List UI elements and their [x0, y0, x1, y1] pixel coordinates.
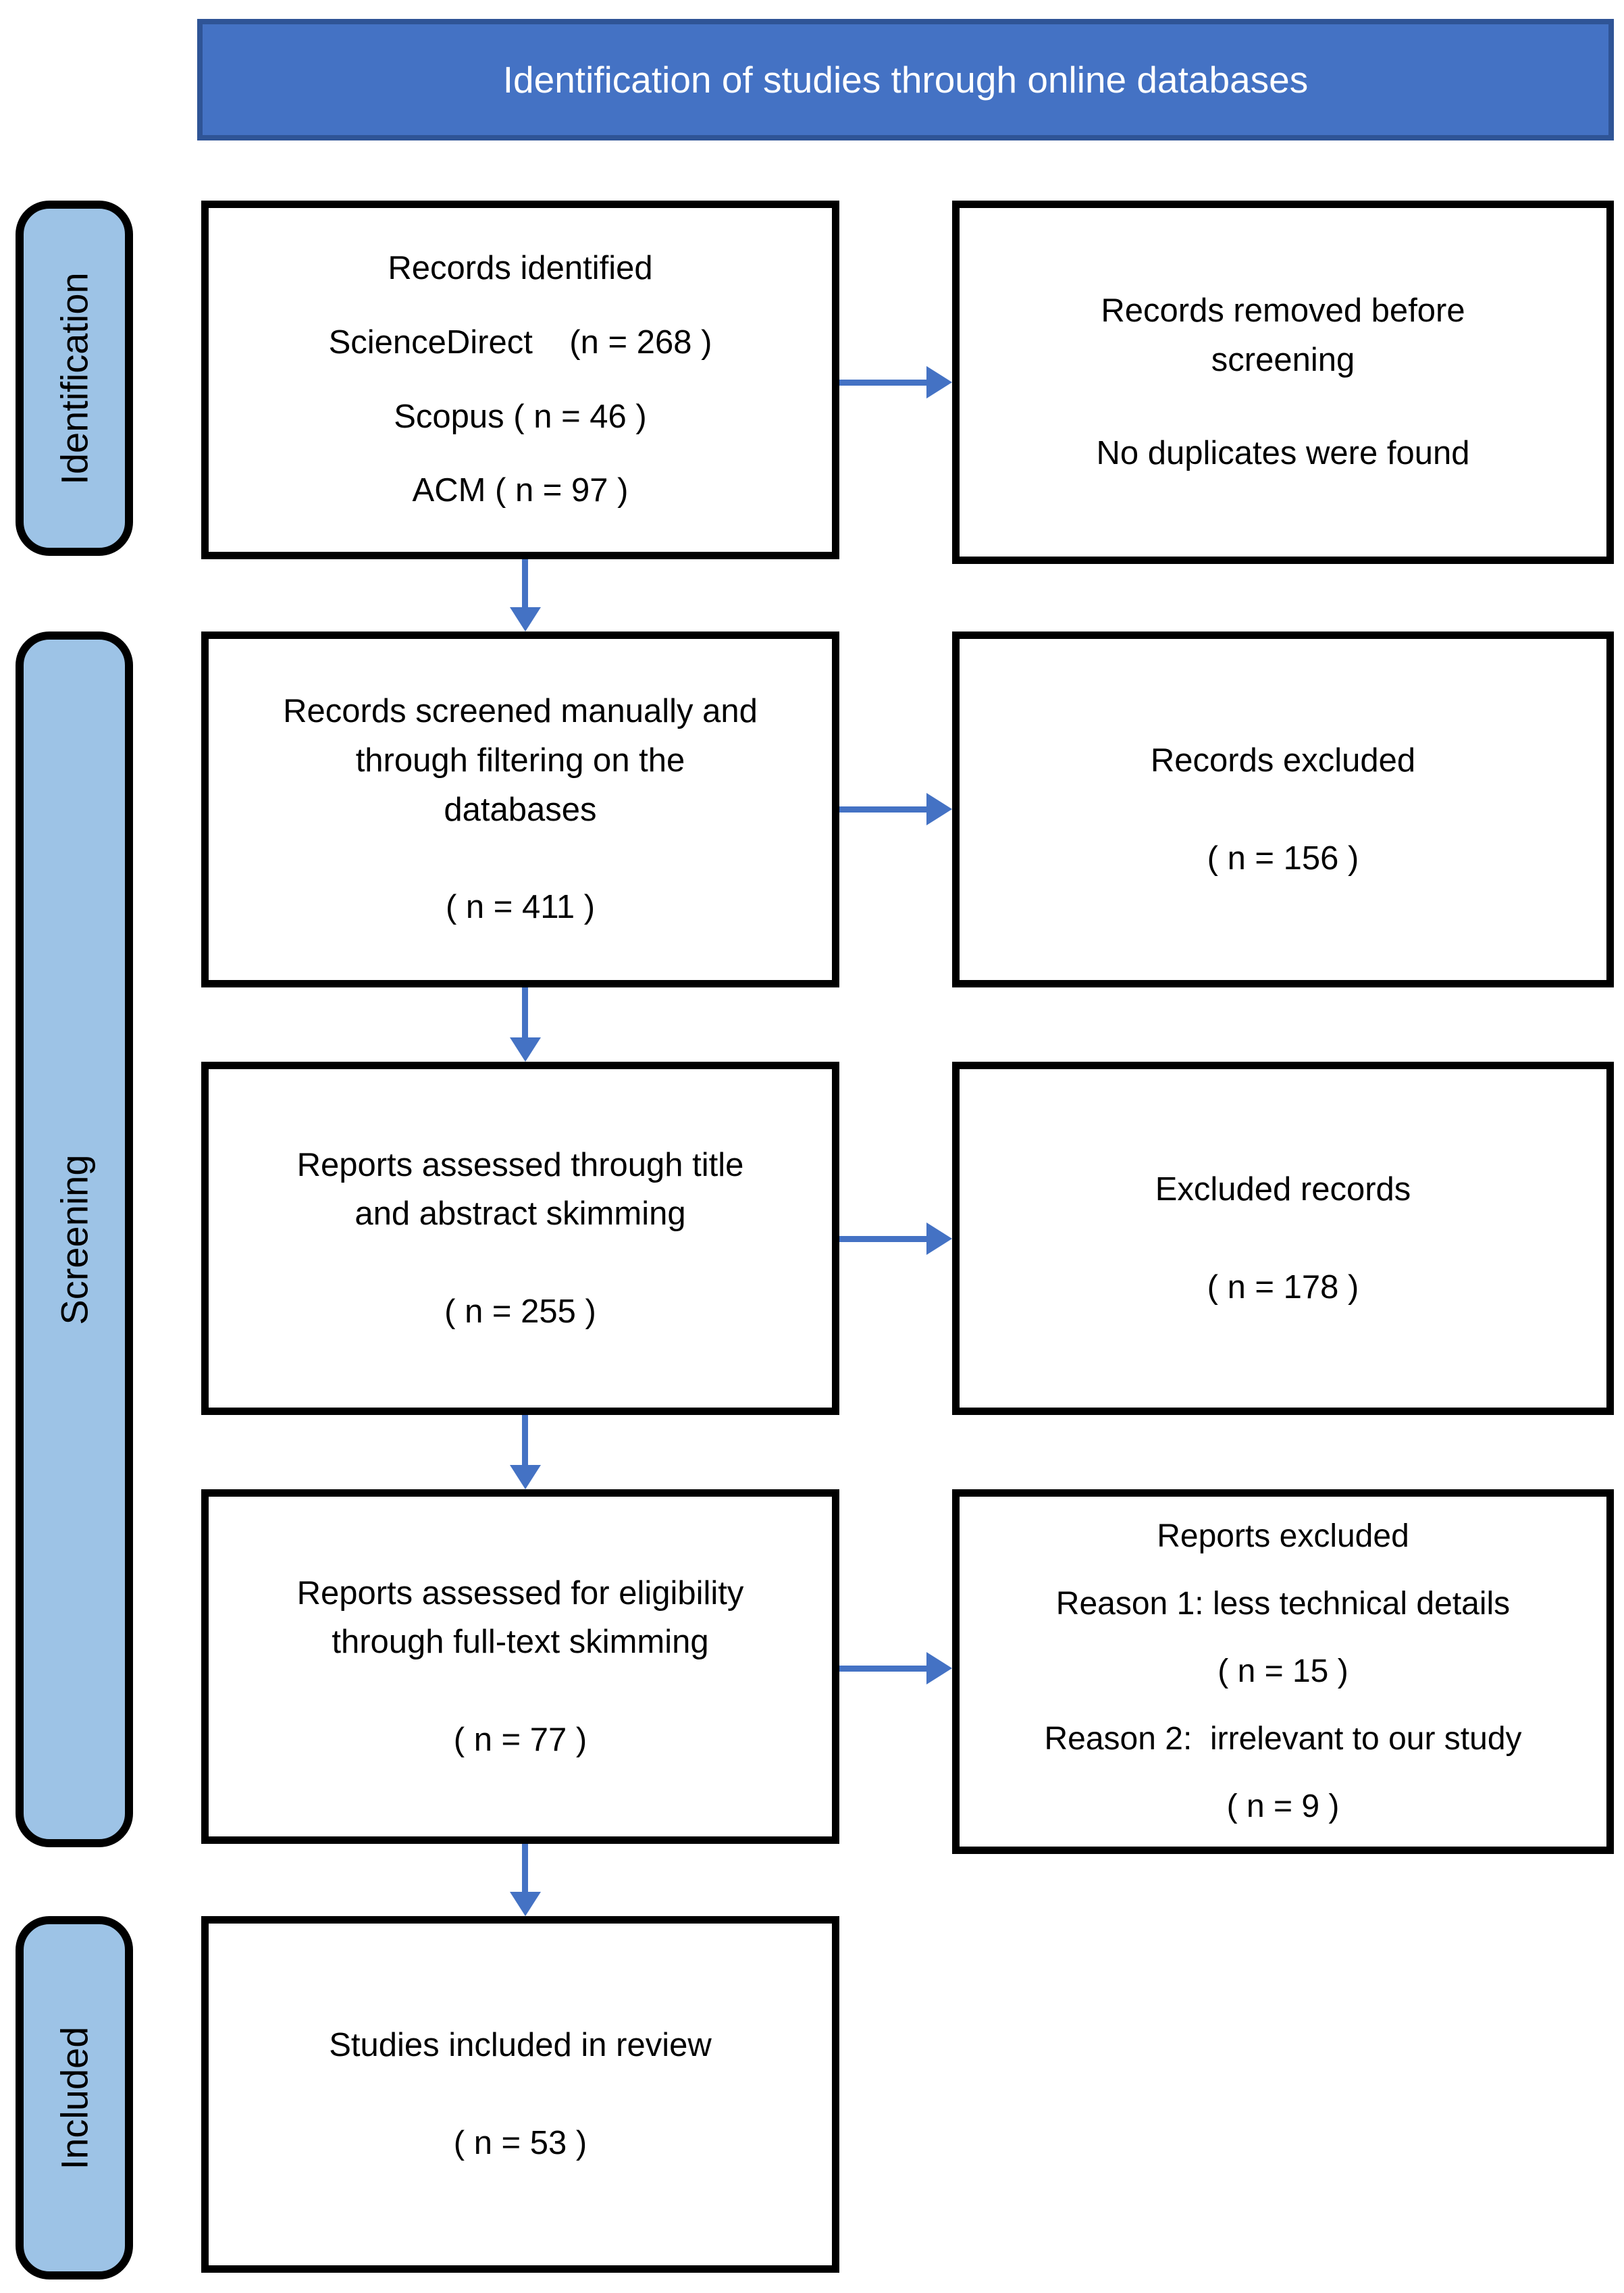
box-records-excluded-text: Records excluded — [1150, 742, 1416, 779]
diagram-title: Identification of studies through online… — [502, 59, 1309, 101]
arrow-head — [926, 1652, 952, 1684]
box-reports-title-abstract-text: Reports assessed through title and abstr… — [296, 1146, 744, 1233]
arrow-head — [510, 1037, 541, 1062]
arrow-shaft — [839, 1666, 928, 1672]
box-reports-title-abstract-count: ( n = 255 ) — [444, 1293, 596, 1330]
box-studies-included-text: Studies included in review — [329, 2027, 712, 2064]
arrow-down-icon — [510, 1844, 541, 1916]
arrow-shaft — [522, 1415, 528, 1466]
arrow-shaft — [839, 806, 928, 813]
diagram-title-banner: Identification of studies through online… — [197, 19, 1614, 140]
box-records-excluded-count: ( n = 156 ) — [1207, 840, 1359, 877]
arrow-head — [510, 607, 541, 632]
box-reports-excluded-text: Reports excluded Reason 1: less technica… — [1044, 1518, 1522, 1824]
box-reports-excluded: Reports excluded Reason 1: less technica… — [952, 1489, 1614, 1854]
arrow-shaft — [522, 559, 528, 609]
box-reports-eligibility-text: Reports assessed for eligibility through… — [296, 1574, 744, 1661]
box-records-excluded: Records excluded ( n = 156 ) — [952, 632, 1614, 987]
box-records-identified: Records identified ScienceDirect (n = 26… — [201, 201, 839, 559]
arrow-shaft — [839, 1236, 928, 1242]
arrow-shaft — [522, 1844, 528, 1893]
arrow-head — [926, 793, 952, 825]
arrow-head — [510, 1465, 541, 1489]
box-reports-eligibility: Reports assessed for eligibility through… — [201, 1489, 839, 1844]
box-excluded-records-text: Excluded records — [1155, 1170, 1411, 1208]
arrow-shaft — [522, 987, 528, 1039]
arrow-head — [510, 1892, 541, 1916]
box-records-screened-text: Records screened manually and through fi… — [283, 693, 758, 828]
box-excluded-records-count: ( n = 178 ) — [1207, 1268, 1359, 1306]
stage-label-screening: Screening — [16, 632, 133, 1847]
box-records-screened-count: ( n = 411 ) — [445, 889, 596, 926]
arrow-head — [926, 1222, 952, 1255]
arrow-right-icon — [839, 1652, 952, 1684]
box-excluded-records: Excluded records ( n = 178 ) — [952, 1062, 1614, 1415]
box-records-identified-text: Records identified ScienceDirect (n = 26… — [328, 249, 712, 509]
stage-label-screening-text: Screening — [53, 1154, 96, 1325]
arrow-right-icon — [839, 366, 952, 398]
box-studies-included-count: ( n = 53 ) — [453, 2125, 587, 2161]
box-records-removed: Records removed before screening No dupl… — [952, 201, 1614, 564]
arrow-right-icon — [839, 1222, 952, 1255]
arrow-right-icon — [839, 793, 952, 825]
stage-label-included: Included — [16, 1916, 133, 2279]
stage-label-included-text: Included — [53, 2026, 96, 2169]
box-records-screened: Records screened manually and through fi… — [201, 632, 839, 987]
box-reports-eligibility-count: ( n = 77 ) — [453, 1721, 587, 1758]
box-studies-included: Studies included in review ( n = 53 ) — [201, 1916, 839, 2273]
arrow-down-icon — [510, 1415, 541, 1489]
arrow-head — [926, 366, 952, 398]
box-records-removed-note: No duplicates were found — [1096, 435, 1470, 472]
arrow-down-icon — [510, 987, 541, 1062]
stage-label-identification-text: Identification — [53, 272, 96, 485]
arrow-down-icon — [510, 559, 541, 632]
stage-label-identification: Identification — [16, 201, 133, 556]
arrow-shaft — [839, 380, 928, 386]
box-records-removed-text: Records removed before screening — [1101, 292, 1465, 378]
box-reports-title-abstract: Reports assessed through title and abstr… — [201, 1062, 839, 1415]
